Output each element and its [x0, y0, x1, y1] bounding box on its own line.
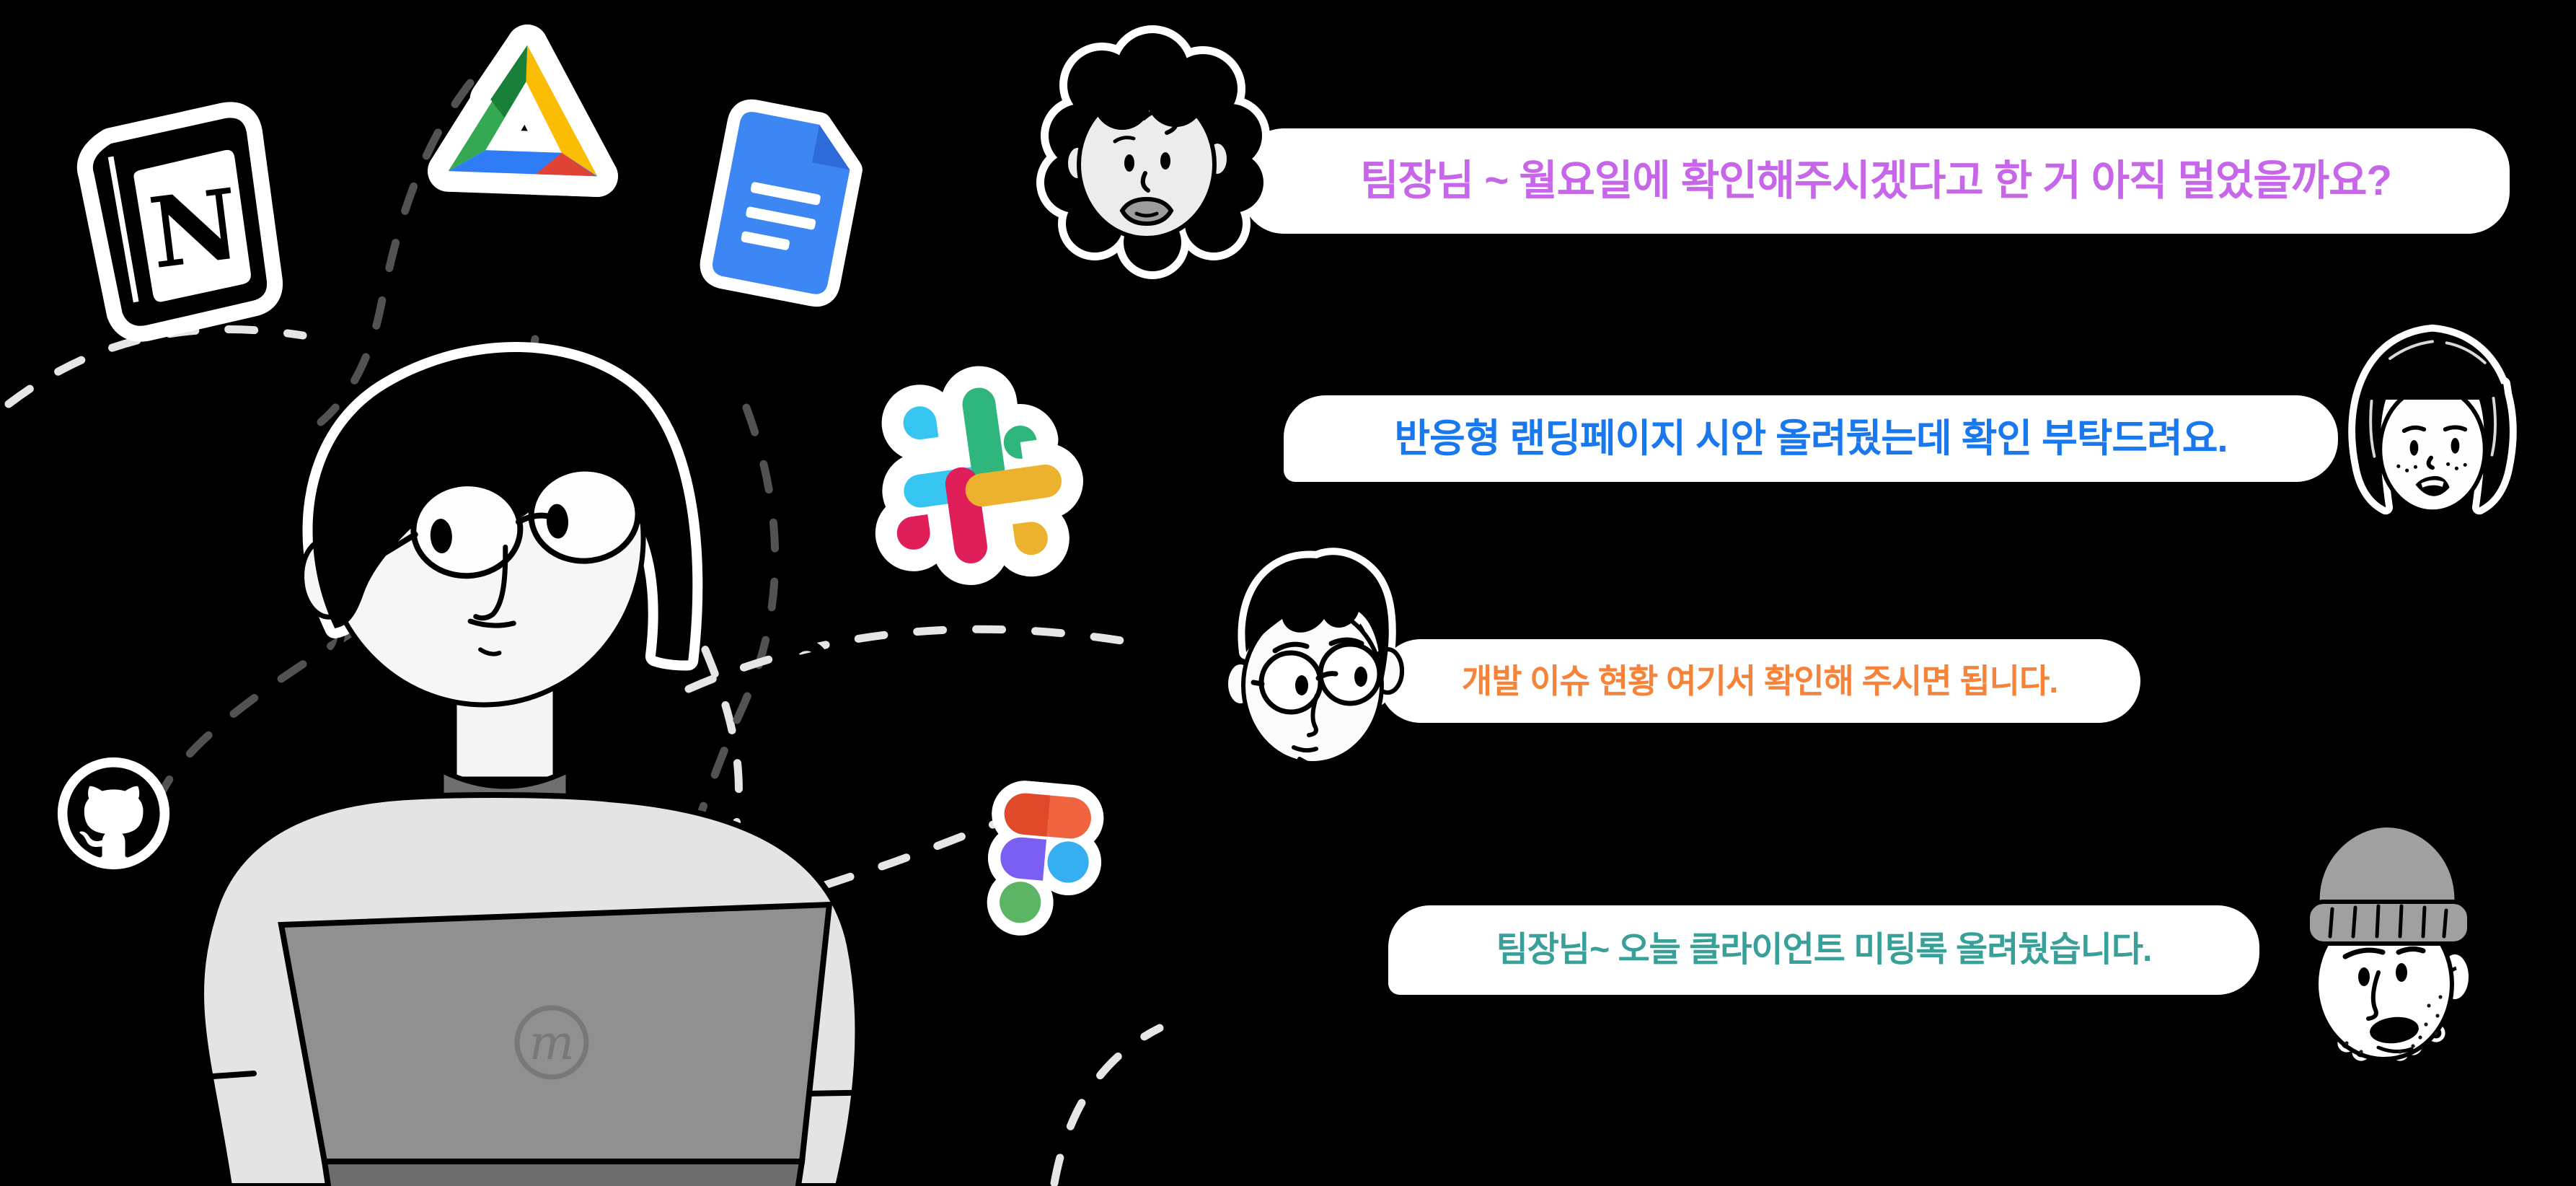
google-drive-icon — [444, 37, 607, 187]
figma-icon — [968, 782, 1119, 963]
chat-message-text: 팀장님~ 오늘 클라이언트 미팅록 올려뒀습니다. — [1496, 931, 2153, 969]
avatar-curly-hair-woman — [1037, 35, 1257, 273]
avatar-bob-hair-woman — [2339, 316, 2526, 522]
stressed-person-illustration: m — [144, 332, 1082, 1186]
notion-letter: N — [144, 167, 245, 291]
google-docs-icon — [694, 99, 882, 309]
avatar-glasses-man — [1225, 543, 1405, 772]
notion-icon: N — [52, 95, 301, 344]
slack-icon — [874, 377, 1069, 572]
avatar-beanie-man — [2292, 814, 2481, 1068]
chat-bubble-3: 개발 이슈 현황 여기서 확인해 주시면 됩니다. — [1379, 639, 2140, 723]
chat-message-text: 팀장님 ~ 월요일에 확인해주시겠다고 한 거 아직 멀었을까요? — [1360, 157, 2392, 204]
squiggle-doodle — [43, 431, 281, 700]
chat-bubble-2: 반응형 랜딩페이지 시안 올려뒀는데 확인 부탁드려요. — [1284, 395, 2338, 482]
chat-message-text: 개발 이슈 현황 여기서 확인해 주시면 됩니다. — [1461, 662, 2058, 700]
chat-bubble-4: 팀장님~ 오늘 클라이언트 미팅록 올려뒀습니다. — [1388, 905, 2259, 995]
github-icon — [57, 757, 170, 870]
laptop-logo-letter: m — [529, 1015, 575, 1071]
chat-message-text: 반응형 랜딩페이지 시안 올려뒀는데 확인 부탁드려요. — [1394, 417, 2228, 460]
chat-bubble-1: 팀장님 ~ 월요일에 확인해주시겠다고 한 거 아직 멀었을까요? — [1242, 128, 2510, 234]
